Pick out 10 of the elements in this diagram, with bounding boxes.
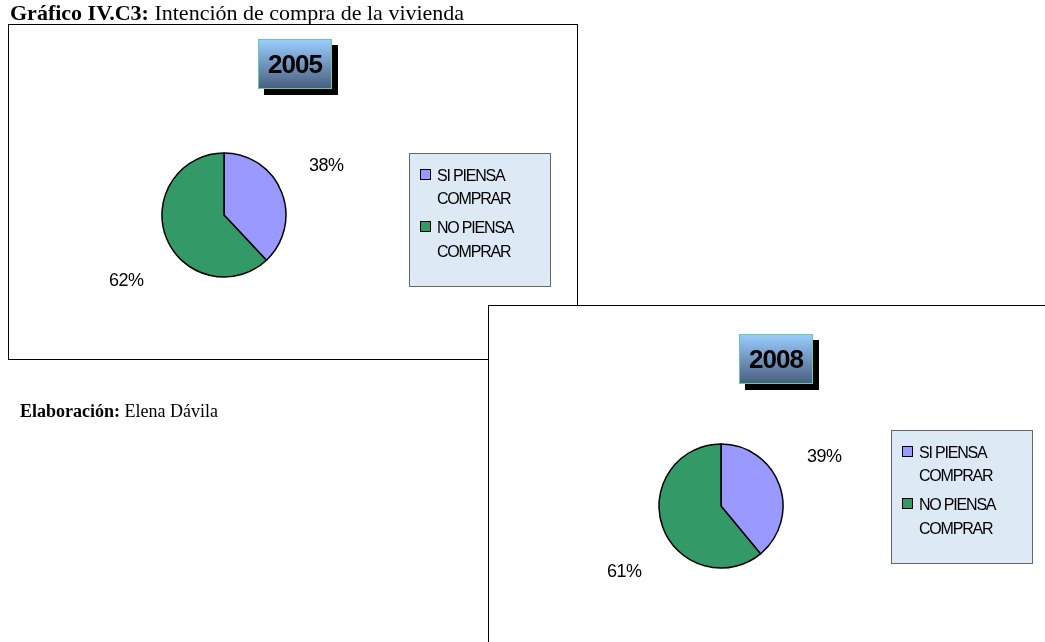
data-label: 39% (807, 446, 842, 467)
data-label: 38% (309, 155, 344, 176)
data-label: 61% (607, 561, 642, 582)
data-label: 62% (109, 270, 144, 291)
legend-label: SI PIENSA COMPRAR (437, 166, 512, 210)
legend-label: NO PIENSA COMPRAR (919, 495, 997, 539)
chart-title: Gráfico IV.C3: Intención de compra de la vivienda (10, 0, 465, 26)
credit-note: Elaboración: Elena Dávila (20, 401, 218, 422)
legend-label: SI PIENSA COMPRAR (919, 443, 994, 487)
legend-label: NO PIENSA COMPRAR (437, 218, 515, 262)
